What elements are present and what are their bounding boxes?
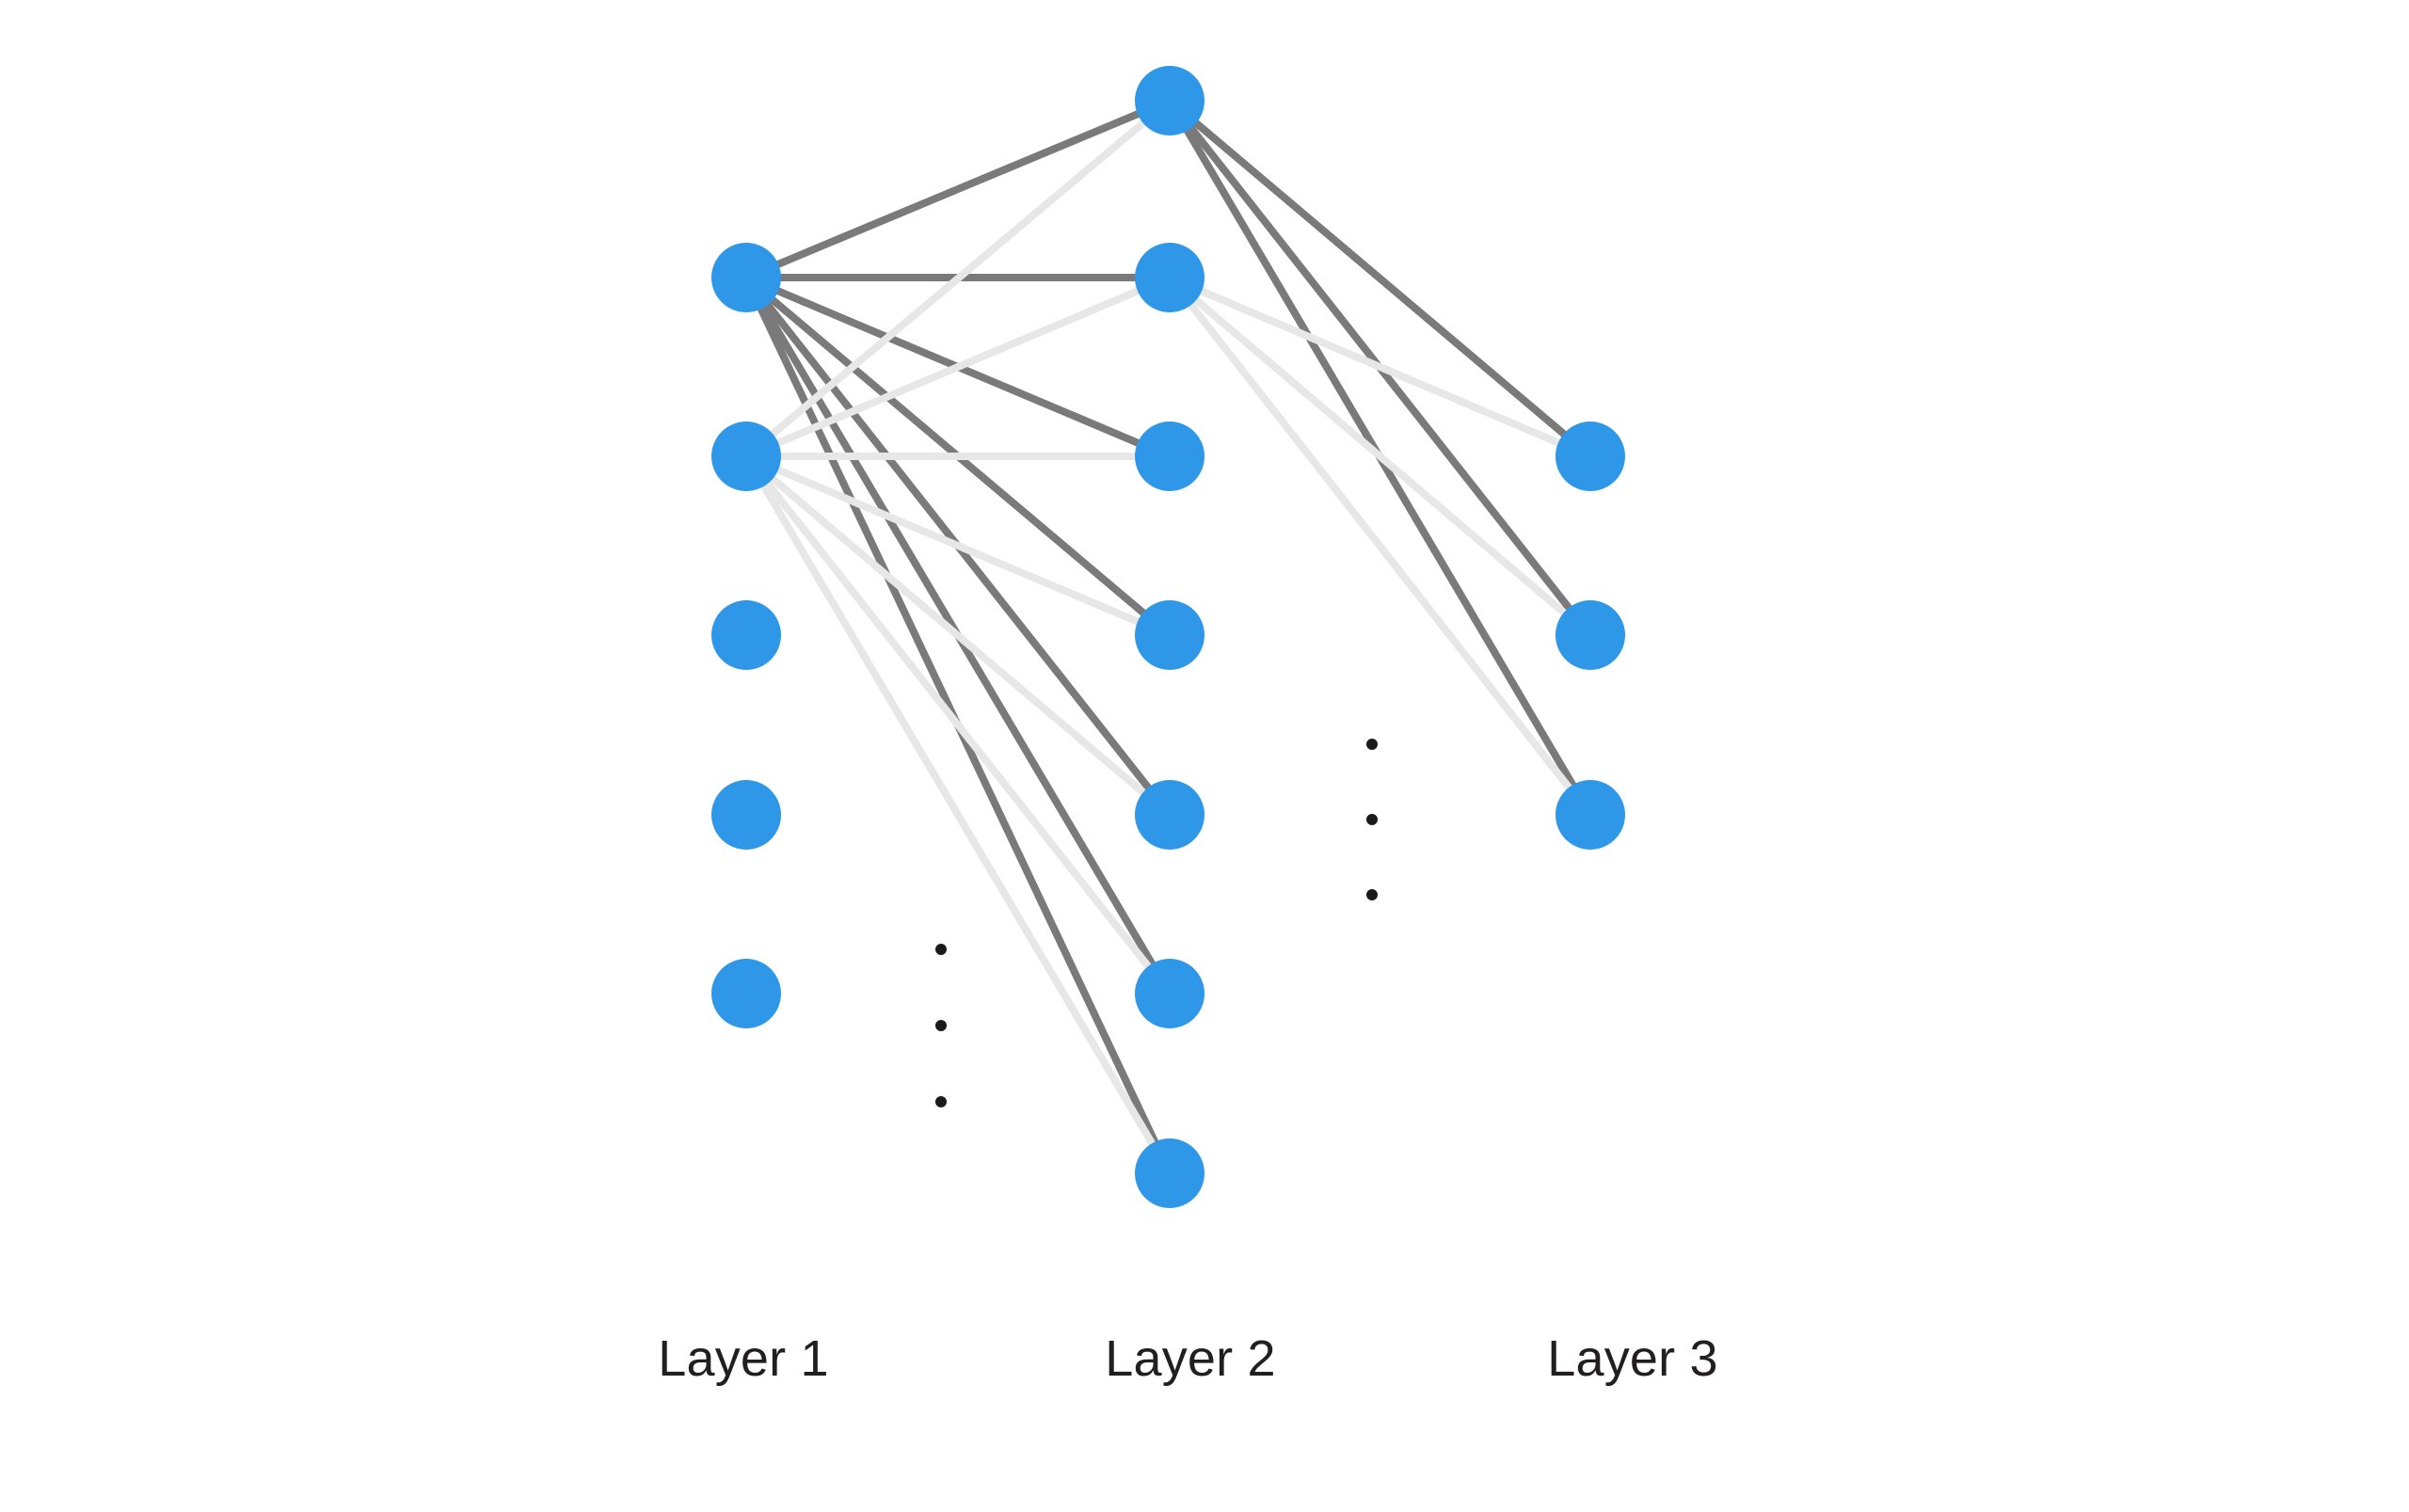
neuron-1-5[interactable] xyxy=(711,959,781,1028)
edge-l1n2-l2n4 xyxy=(774,465,1141,627)
edge-group xyxy=(757,109,1577,1147)
ellipsis-dot-layer-2-2 xyxy=(1366,814,1378,825)
ellipsis-dot-layer-2-3 xyxy=(1366,889,1378,900)
neuron-2-2[interactable] xyxy=(1135,243,1204,312)
edge-l1n2-l2n2 xyxy=(774,286,1141,448)
neuron-1-3[interactable] xyxy=(711,600,781,670)
layer-2-label: Layer 2 xyxy=(1105,1330,1276,1387)
neuron-3-2[interactable] xyxy=(1555,600,1625,670)
neuron-2-4[interactable] xyxy=(1135,600,1204,670)
neuron-2-6[interactable] xyxy=(1135,959,1204,1028)
neuron-2-7[interactable] xyxy=(1135,1138,1204,1208)
ellipsis-dot-layer-1-1 xyxy=(935,944,947,955)
neuron-3-3[interactable] xyxy=(1555,780,1625,850)
neuron-3-1[interactable] xyxy=(1555,422,1625,491)
neuron-1-1[interactable] xyxy=(711,243,781,312)
ellipsis-group xyxy=(935,739,1378,1107)
edge-l1n2-l2n6 xyxy=(763,480,1153,970)
edge-l1n2-l2n7 xyxy=(759,483,1157,1147)
edge-l2n1-l3n1 xyxy=(1192,119,1568,438)
edge-l1n2-l2n1 xyxy=(769,119,1147,438)
layer-1-label: Layer 1 xyxy=(658,1330,829,1387)
ellipsis-dot-layer-2-1 xyxy=(1366,739,1378,750)
neuron-2-3[interactable] xyxy=(1135,422,1204,491)
neuron-2-5[interactable] xyxy=(1135,780,1204,850)
edge-l1n1-l2n1 xyxy=(774,109,1141,269)
neuron-1-2[interactable] xyxy=(711,422,781,491)
ellipsis-dot-layer-1-2 xyxy=(935,1020,947,1031)
ellipsis-dot-layer-1-3 xyxy=(935,1096,947,1107)
edge-l2n2-l3n2 xyxy=(1192,295,1568,617)
layer-3-label: Layer 3 xyxy=(1547,1330,1718,1387)
edge-l2n2-l3n1 xyxy=(1198,287,1562,447)
node-group xyxy=(711,66,1625,1208)
edge-l1n2-l2n5 xyxy=(769,474,1147,797)
neuron-2-1[interactable] xyxy=(1135,66,1204,135)
neuron-1-4[interactable] xyxy=(711,780,781,850)
edge-l2n2-l3n3 xyxy=(1187,301,1573,791)
